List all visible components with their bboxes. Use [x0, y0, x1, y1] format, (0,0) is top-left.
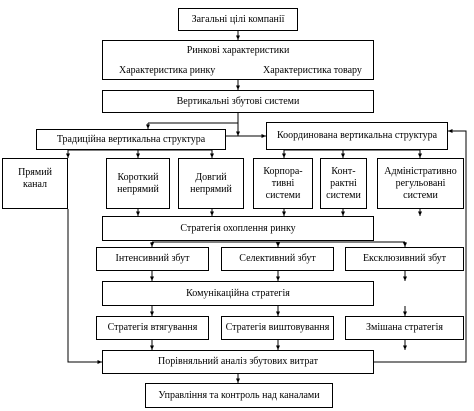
- box-market: Ринкові характеристики: [102, 40, 374, 80]
- label-product-char: Характеристика товару: [263, 65, 362, 76]
- box-comparative: Порівняльний аналіз збутових витрат: [102, 350, 374, 374]
- box-pull: Стратегія втягування: [96, 316, 209, 340]
- box-corporate: Корпора- тивні системи: [253, 158, 313, 209]
- arrow-direct-comparative: [67, 209, 102, 364]
- box-contract: Конт- рактні системи: [320, 158, 367, 209]
- box-exclusive: Ексклюзивний збут: [345, 247, 464, 271]
- box-direct: Прямий канал: [2, 158, 68, 209]
- box-coordinated: Координована вертикальна структура: [266, 122, 448, 150]
- box-coverage: Стратегія охоплення ринку: [102, 216, 374, 241]
- box-push: Стратегія виштовування: [221, 316, 334, 340]
- box-goals: Загальні цілі компанії: [178, 8, 298, 31]
- box-long-indirect: Довгий непрямий: [178, 158, 244, 209]
- box-selective: Селективний збут: [221, 247, 334, 271]
- box-control: Управління та контроль над каналами: [145, 383, 333, 408]
- arrow-feedback-loop: [374, 129, 467, 363]
- box-intensive: Інтенсивний збут: [96, 247, 209, 271]
- box-mixed: Змішана стратегія: [345, 316, 464, 340]
- box-communication: Комунікаційна стратегія: [102, 281, 374, 306]
- box-short-indirect: Короткий непрямий: [106, 158, 170, 209]
- box-vertical: Вертикальні збутові системи: [102, 90, 374, 113]
- label-market-char: Характеристика ринку: [119, 65, 216, 76]
- box-traditional: Традиційна вертикальна структура: [36, 129, 226, 150]
- box-administrative: Адміністративно регульовані системи: [377, 158, 464, 209]
